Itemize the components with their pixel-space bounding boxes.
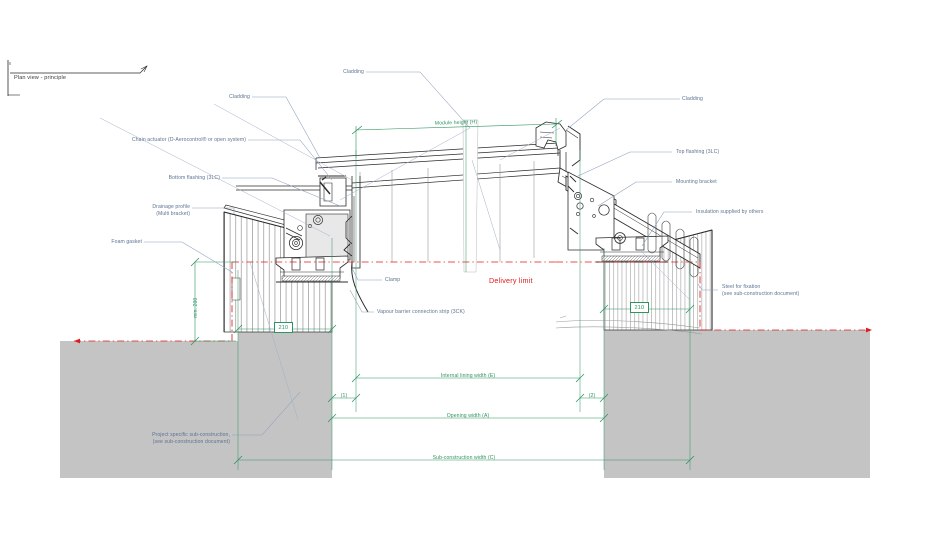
dim-module-height: Module height (H) (434, 119, 478, 127)
label-project-sub-construction-line1: Project specific sub-construction, (152, 432, 230, 438)
delivery-limit-arrows (74, 327, 872, 344)
dim-reveal-left: 210 (274, 322, 293, 333)
label-project-sub-construction-line2: (see sub-construction document) (152, 439, 230, 445)
dim-offset-right: (2) (588, 393, 596, 399)
label-vapour-barrier: Vapour barrier connection strip (3CK) (377, 309, 465, 315)
label-steel-fixation-line1: Steel for fixation (722, 284, 761, 290)
label-bottom-flashing: Bottom flashing (3LC) (168, 175, 220, 181)
label-delivery-limit: Delivery limit (489, 276, 533, 285)
label-drainage-profile-line1: Drainage profile (152, 204, 190, 210)
label-mounting-bracket: Mounting bracket (676, 179, 717, 185)
dimension-lines (190, 118, 695, 470)
dim-opening-width: Opening width (A) (446, 413, 490, 419)
label-cladding-mid: Cladding (343, 69, 364, 75)
dim-reveal-right: 210 (630, 302, 649, 313)
right-hardware-mechanism (535, 121, 701, 278)
label-drainage-profile-line2: (Multi bracket) (156, 211, 190, 217)
right-wall-finish-lines (555, 315, 703, 335)
label-foam-gasket: Foam gasket (111, 239, 142, 245)
label-cladding-left: Cladding (229, 94, 250, 100)
dim-internal-lining-width: Internal lining width (E) (440, 373, 496, 379)
page-title: Plan view - principle (14, 75, 67, 81)
left-hardware-mechanism (275, 175, 369, 313)
dim-min-height: min. 200 (193, 297, 199, 318)
label-steel-fixation-line2: (see sub-construction document) (722, 291, 800, 297)
label-cladding-right: Cladding (682, 96, 703, 102)
label-top-flashing: Top flashing (3LC) (676, 149, 720, 155)
label-insulation: Insulation supplied by others (696, 209, 764, 215)
label-chain-actuator: Chain actuator (D-Aerocontrol® or open s… (131, 137, 246, 143)
leader-lines (144, 71, 718, 436)
label-clamp: Clamp (385, 277, 401, 283)
dim-sub-construction-width: Sub-construction width (C) (432, 455, 496, 461)
title-frame (7, 60, 148, 96)
dim-offset-left: (1) (340, 393, 348, 399)
projection-lines (99, 103, 691, 421)
